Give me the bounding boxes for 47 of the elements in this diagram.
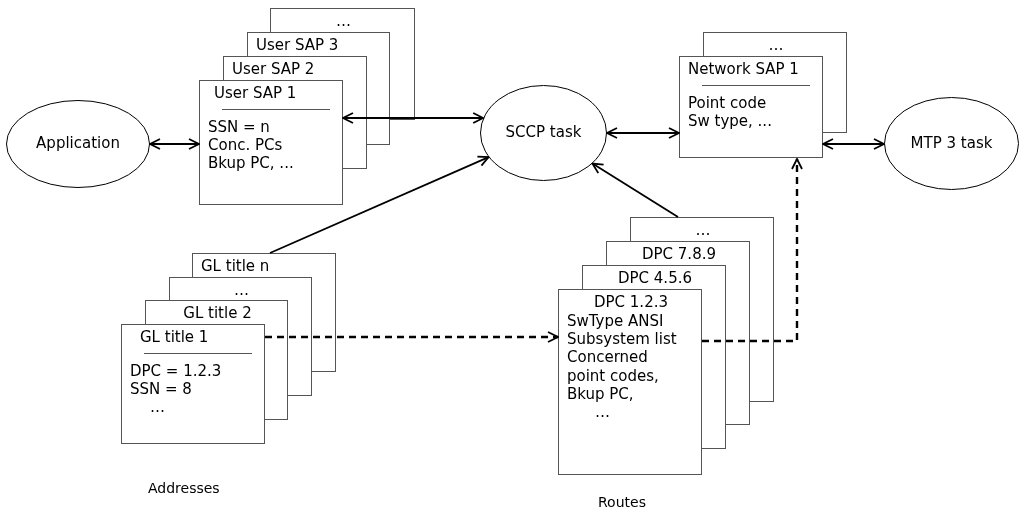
record-card xyxy=(121,324,265,444)
double-arrow xyxy=(342,112,485,124)
card-title: … xyxy=(336,12,351,31)
arrow xyxy=(269,155,490,254)
double-arrow xyxy=(149,138,200,150)
task-label: Application xyxy=(36,134,120,154)
task-label: SCCP task xyxy=(505,123,582,143)
card-field: DPC = 1.2.3 xyxy=(130,361,222,381)
card-title: DPC 1.2.3 xyxy=(594,293,668,312)
card-field: … xyxy=(150,398,165,417)
card-field: SwType ANSI xyxy=(567,311,664,331)
card-field: SSN = n xyxy=(208,117,270,137)
card-field: Point code xyxy=(688,93,767,113)
dashed-arrow xyxy=(265,331,559,343)
card-field: SSN = 8 xyxy=(130,380,192,399)
task-ellipse xyxy=(480,85,607,181)
card-field: Concerned point codes, xyxy=(567,348,685,385)
task-label: MTP 3 task xyxy=(910,133,993,154)
card-field: … xyxy=(595,403,610,422)
task-ellipse xyxy=(6,100,150,188)
double-arrow xyxy=(606,127,680,139)
card-title: GL title 1 xyxy=(140,328,209,347)
card-title: … xyxy=(768,36,784,55)
card-title: … xyxy=(234,281,249,300)
card-title: Network SAP 1 xyxy=(688,60,799,79)
group-caption: Routes xyxy=(598,494,646,510)
record-card xyxy=(199,80,343,205)
card-field: Bkup PC, ... xyxy=(208,154,294,173)
card-title: GL title 2 xyxy=(183,304,252,323)
card-title: … xyxy=(695,221,711,240)
task-ellipse xyxy=(884,97,1019,190)
group-caption: Addresses xyxy=(148,480,220,496)
card-title: DPC 4.5.6 xyxy=(618,269,692,288)
double-arrow xyxy=(822,138,885,150)
card-title: User SAP 3 xyxy=(256,36,339,55)
dashed-arrow xyxy=(702,158,803,343)
card-title: GL title n xyxy=(201,257,270,276)
card-title: User SAP 2 xyxy=(232,60,315,79)
card-title: User SAP 1 xyxy=(214,84,297,103)
card-field: Bkup PC, xyxy=(567,384,634,404)
record-card xyxy=(679,56,823,158)
card-field: Subsystem list xyxy=(567,330,677,349)
record-card xyxy=(558,289,702,475)
arrow xyxy=(591,162,679,218)
card-field: Sw type, ... xyxy=(688,112,772,131)
card-field: Conc. PCs xyxy=(208,136,283,155)
card-title: DPC 7.8.9 xyxy=(642,245,716,264)
